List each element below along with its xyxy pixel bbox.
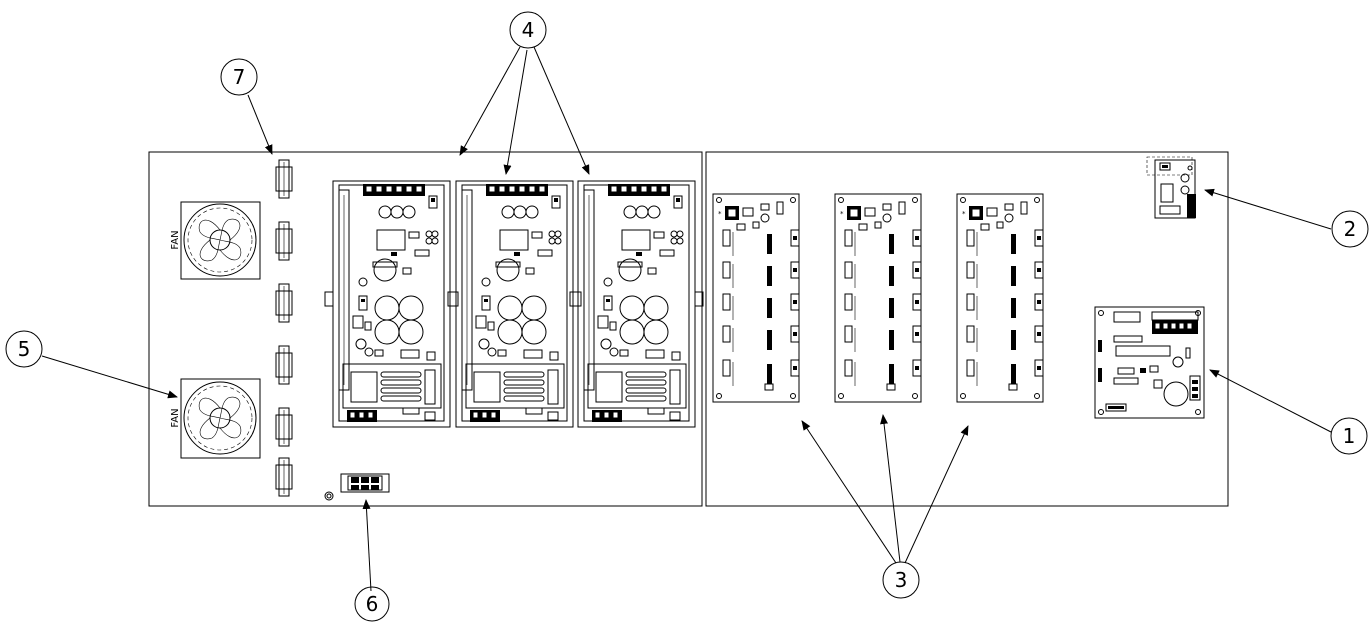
callout-4: 4 — [509, 11, 547, 49]
callout-2: 2 — [1331, 210, 1369, 248]
fan-top: FAN — [170, 201, 261, 280]
svg-text:*: * — [962, 210, 966, 218]
callout-7: 7 — [220, 58, 258, 96]
callout-1-number: 1 — [1343, 424, 1356, 448]
small-board — [1146, 156, 1196, 219]
fuse-holder — [275, 457, 293, 497]
drive — [569, 180, 704, 428]
relay-board-group: * * * — [712, 193, 1044, 403]
callout-6: 6 — [354, 586, 390, 622]
callout-7-number: 7 — [233, 65, 246, 89]
svg-text:*: * — [718, 210, 722, 218]
relay-board: * — [956, 193, 1044, 403]
fuse-holder — [275, 407, 293, 447]
callout-1: 1 — [1330, 417, 1368, 455]
drive — [324, 180, 459, 428]
fuse-holder — [275, 345, 293, 385]
relay-board: * — [712, 193, 800, 403]
fuse-holder — [275, 159, 293, 199]
drive — [447, 180, 582, 428]
relay-board: * — [834, 193, 922, 403]
right-panel — [705, 151, 1229, 507]
left-panel — [148, 151, 703, 507]
callout-4-number: 4 — [522, 18, 535, 42]
fan-bottom: FAN — [170, 378, 261, 459]
fan-top-label: FAN — [170, 230, 181, 249]
callout-2-number: 2 — [1344, 217, 1357, 241]
fuse-holder — [275, 221, 293, 261]
callout-5-number: 5 — [18, 337, 31, 361]
fuse-holder — [275, 283, 293, 323]
fan-bottom-label: FAN — [170, 408, 181, 427]
fuse-column — [275, 159, 293, 497]
leader-lines — [41, 46, 1332, 592]
callout-5: 5 — [5, 330, 43, 368]
ground-stud — [324, 491, 334, 501]
callout-3-number: 3 — [895, 568, 908, 592]
callout-6-number: 6 — [366, 592, 379, 616]
svg-text:*: * — [840, 210, 844, 218]
drive-group — [324, 180, 704, 428]
terminal-block — [340, 473, 390, 493]
callout-3: 3 — [882, 561, 920, 599]
control-board — [1094, 306, 1205, 419]
